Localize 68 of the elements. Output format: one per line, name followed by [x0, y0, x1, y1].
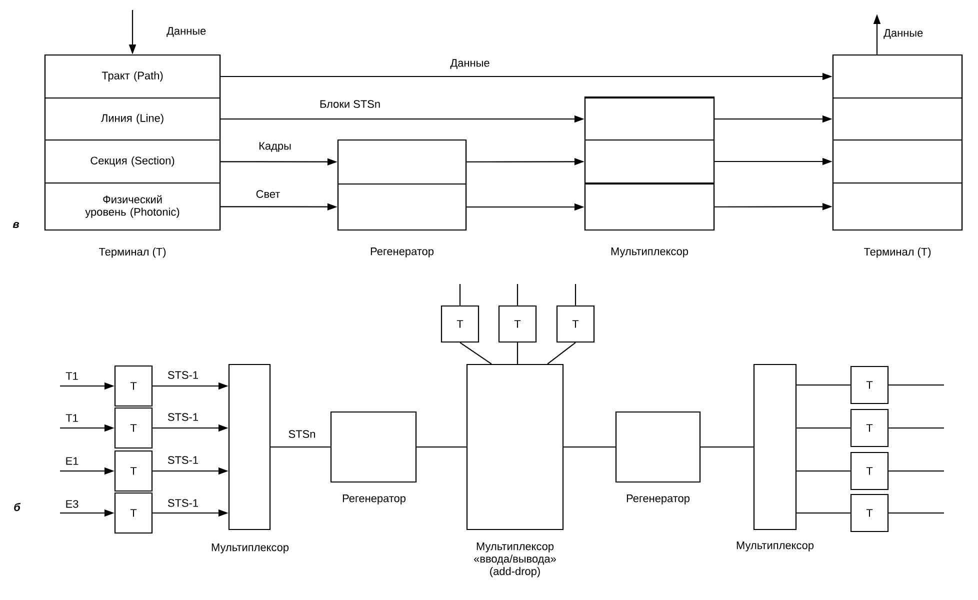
edge-label: Свет [254, 189, 282, 199]
connector-line [460, 342, 492, 364]
connector-line [888, 427, 944, 429]
terminal-box: Т [850, 494, 889, 532]
panel-letter: б [14, 502, 21, 512]
edge-label: E3 [64, 499, 80, 509]
device-caption: Регенератор [626, 494, 690, 504]
connector-line [700, 446, 754, 448]
connector-line [796, 384, 850, 386]
connector-line [796, 470, 850, 472]
connector-line [796, 512, 850, 514]
layer-cell [832, 54, 963, 99]
edge-label: E1 [64, 456, 80, 466]
layer-cell [832, 97, 963, 141]
device-caption: Терминал (Т) [99, 248, 166, 258]
edge-label: T1 [64, 413, 80, 423]
layer-cell: Секция (Section) [44, 139, 221, 184]
terminal-box: Т [440, 305, 480, 343]
connector-line [888, 512, 944, 514]
edge-label: Данные [449, 58, 491, 70]
edge-label: Кадры [258, 141, 292, 153]
terminal-box: Т [114, 492, 153, 534]
edge-label: STS-1 [166, 370, 200, 380]
edge-label: T1 [64, 371, 80, 381]
terminal-box: Т [114, 365, 153, 407]
layer-cell [584, 139, 715, 184]
connector-line [516, 342, 518, 364]
terminal-box: Т [850, 408, 889, 448]
panel-letter: в [12, 222, 20, 228]
connector-line [459, 284, 461, 306]
device-caption: Мультиплексор [611, 248, 688, 258]
edge-label: STSn [287, 429, 317, 439]
terminal-box: Т [498, 305, 537, 343]
edge-label: Блоки STSn [318, 99, 382, 109]
connector-line [416, 446, 466, 448]
layer-cell [832, 139, 963, 184]
edge-label: STS-1 [166, 455, 200, 465]
device-caption: Мультиплексор [212, 544, 289, 554]
edge-label: STS-1 [166, 412, 200, 422]
device-caption: Регенератор [342, 494, 406, 504]
edge-label: STS-1 [166, 498, 200, 508]
device-caption: Мультиплексор «ввода/вывода» (add-drop) [474, 542, 556, 578]
layer-cell [584, 97, 715, 141]
layer-cell [337, 139, 467, 185]
connector-line [516, 284, 518, 306]
terminal-box: Т [114, 407, 153, 449]
device-caption: Регенератор [370, 248, 434, 258]
terminal-box: Т [850, 452, 889, 490]
connector-line [888, 470, 944, 472]
edge-label: Данные [882, 28, 924, 40]
edge-label: Данные [166, 26, 208, 38]
layer-cell [337, 183, 467, 231]
connector-line [574, 284, 576, 306]
layer-cell: Тракт (Path) [44, 54, 221, 99]
device-caption: Терминал (Т) [864, 248, 931, 258]
connector-line [564, 446, 616, 448]
connector-line [547, 342, 576, 364]
connector-line [796, 427, 850, 429]
device-caption: Мультиплексор [736, 542, 814, 552]
terminal-box: Т [850, 366, 889, 404]
terminal-box: Т [114, 450, 153, 492]
layer-cell: Физический уровень (Photonic) [44, 182, 221, 231]
layer-cell [584, 183, 715, 231]
terminal-box: Т [556, 305, 595, 343]
connector-line [888, 384, 944, 386]
layer-cell [832, 182, 963, 231]
connector-line [270, 446, 330, 448]
layer-cell: Линия (Line) [44, 97, 221, 141]
